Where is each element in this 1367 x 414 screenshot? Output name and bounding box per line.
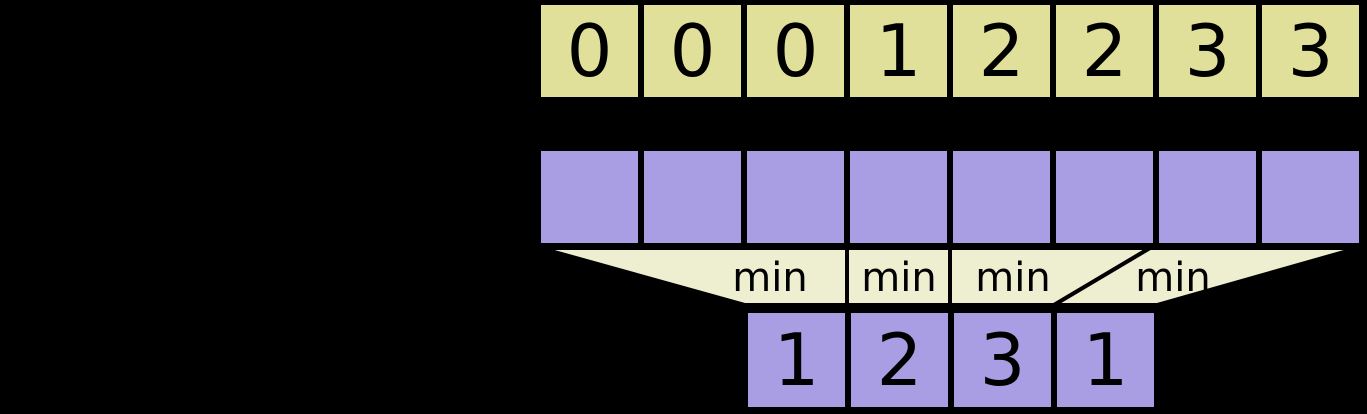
table-cell bbox=[744, 148, 847, 246]
min-connector-label: min bbox=[732, 255, 808, 301]
table-cell: 3 bbox=[1259, 2, 1362, 100]
table-cell: 1 bbox=[1054, 310, 1157, 410]
table-cell: 1 bbox=[847, 2, 950, 100]
table-cell bbox=[538, 148, 641, 246]
table-cell bbox=[1156, 148, 1259, 246]
table-cell: 3 bbox=[1156, 2, 1259, 100]
table-cell: 0 bbox=[538, 2, 641, 100]
table-cell: 2 bbox=[848, 310, 951, 410]
table-cell: 0 bbox=[641, 2, 744, 100]
table-cell: 1 bbox=[745, 310, 848, 410]
min-connector-label: min bbox=[1135, 255, 1211, 301]
min-connector-label: min bbox=[975, 255, 1051, 301]
table-cell bbox=[847, 148, 950, 246]
table-cell: 0 bbox=[744, 2, 847, 100]
table-cell bbox=[1053, 148, 1156, 246]
table-cell bbox=[950, 148, 1053, 246]
table-cell: 2 bbox=[1053, 2, 1156, 100]
table-cell bbox=[1259, 148, 1362, 246]
min-connector-label: min bbox=[861, 255, 937, 301]
table-cell: 3 bbox=[951, 310, 1054, 410]
table-cell: 2 bbox=[950, 2, 1053, 100]
table-cell bbox=[641, 148, 744, 246]
